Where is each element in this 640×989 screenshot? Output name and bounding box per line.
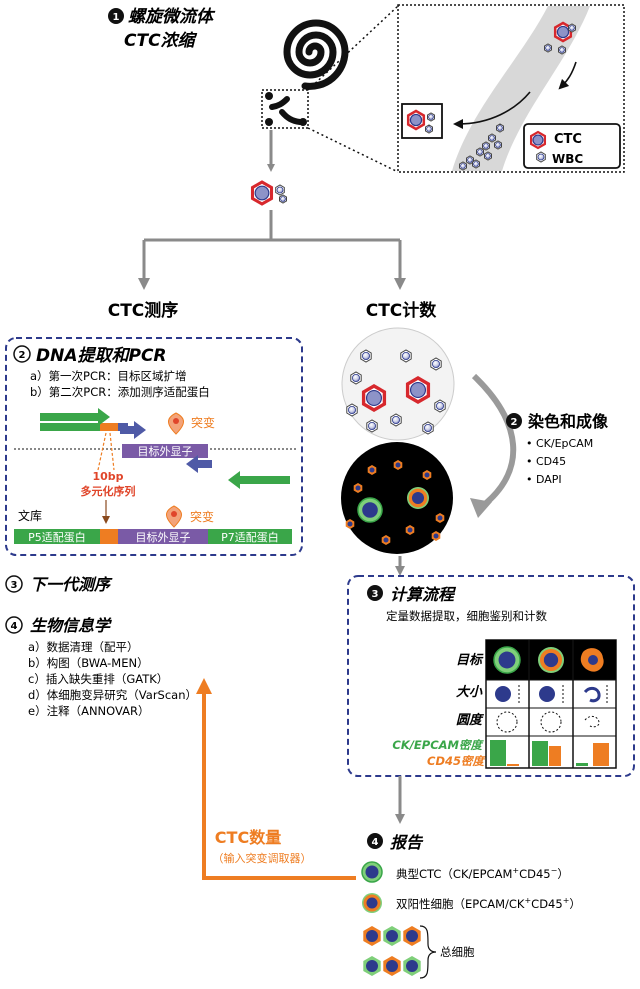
staining-number: 2 (511, 417, 518, 428)
bioinfo-number: 4 (11, 621, 18, 632)
branch-counting-title: CTC计数 (366, 300, 438, 321)
stain-item-3: • DAPI (526, 473, 562, 486)
dna-box-title: DNA提取和PCR (36, 346, 167, 366)
computation-subtitle: 定量数据提取，细胞鉴别和计数 (386, 609, 547, 623)
staining-number-badge (506, 413, 522, 429)
legend-ctc-label: CTC (554, 132, 582, 147)
enriched-cells (250, 180, 287, 206)
zoom-source-box (261, 89, 309, 129)
typical-ctc-label: 典型CTC（CK/EPCAM+CD45−） (396, 866, 569, 881)
barcode-label-1: 10bp (92, 470, 123, 483)
total-bracket (419, 925, 437, 979)
bioinfo-number-badge (5, 616, 23, 634)
step1-title-line2: CTC浓缩 (124, 31, 198, 51)
dna-step-b: b）第二次PCR：添加测序适配蛋白 (30, 385, 210, 399)
barcode-label-2: 多元化序列 (81, 484, 136, 498)
branch-connector (142, 210, 402, 280)
bioinfo-item-a: a）数据清理（配平） (28, 640, 139, 654)
row-label-cd45-density: CD45密度 (427, 754, 486, 768)
dual-positive-label: 双阳性细胞（EPCAM/CK+CD45+） (396, 896, 581, 911)
computation-number: 3 (372, 589, 379, 600)
target-exon-label-2: 目标外显子 (136, 530, 191, 544)
library-label: 文库 (18, 508, 42, 523)
report-cells (361, 861, 421, 976)
mutation-label-1: 突变 (191, 415, 215, 430)
stained-cells (345, 460, 445, 545)
step1-number-badge (108, 8, 124, 24)
dna-box-number: 2 (19, 350, 26, 361)
mutation-pin-1 (168, 412, 184, 435)
ngs-number: 3 (11, 580, 18, 591)
bioinfo-title: 生物信息学 (30, 616, 112, 635)
bioinfo-item-d: d）体细胞变异研究（VarScan） (28, 688, 197, 702)
branch-arrow-left (138, 278, 150, 290)
report-number: 4 (372, 837, 379, 848)
dna-step-a: a）第一次PCR：目标区域扩增 (30, 369, 187, 383)
step1-number: 1 (113, 12, 120, 23)
ctc-count-subtitle: （输入突变调取器） (213, 851, 312, 865)
stain-item-2: • CD45 (526, 455, 566, 468)
mutation-label-2: 突变 (190, 509, 214, 524)
zoom-cells (406, 21, 576, 171)
ngs-title: 下一代测序 (30, 575, 113, 594)
spiral-device (265, 19, 349, 126)
report-number-badge (367, 833, 383, 849)
computation-title: 计算流程 (390, 585, 457, 604)
dish-cells (346, 349, 446, 435)
step1-header: 1 螺旋微流体 CTC浓缩 (108, 7, 216, 51)
ngs-number-badge (5, 575, 23, 593)
target-exon-label-1: 目标外显子 (138, 444, 193, 458)
row-label-size: 大小 (456, 684, 483, 700)
dna-pcr-box: 2 DNA提取和PCR a）第一次PCR：目标区域扩增 b）第二次PCR：添加测… (5, 337, 303, 556)
bioinfo-item-b: b）构图（BWA-MEN） (28, 656, 149, 670)
bioinfo-item-e: e）注释（ANNOVAR） (28, 704, 150, 718)
branch-sequencing-title: CTC测序 (108, 300, 179, 321)
staining-arrow (471, 373, 517, 511)
ctc-count-arrow (202, 690, 356, 880)
zoom-panel: CTC WBC (397, 4, 625, 173)
staining-title: 染色和成像 (527, 412, 609, 431)
row-label-target: 目标 (456, 652, 484, 668)
zoom-line-bottom (307, 127, 399, 173)
ctc-count-title: CTC数量 (215, 828, 281, 847)
total-cells-label: 总细胞 (440, 945, 475, 959)
p7-adapter-label: P7适配蛋白 (221, 530, 279, 544)
staining-arrow-head (470, 498, 492, 518)
ctc-count-arrow-head (196, 678, 212, 694)
zoom-line-top (307, 5, 399, 91)
p5-adapter-label: P5适配蛋白 (28, 530, 86, 544)
step1-title-line1: 螺旋微流体 (128, 7, 216, 27)
bioinfo-item-c: c）插入缺失重排（GATK） (28, 672, 168, 686)
computation-grid-cells (490, 646, 609, 766)
row-label-roundness: 圆度 (456, 712, 485, 728)
report-title: 报告 (390, 833, 424, 852)
mutation-pin-2 (166, 505, 182, 528)
branch-arrow-right (394, 278, 406, 290)
legend-wbc-label: WBC (552, 152, 583, 166)
row-label-ck-density: CK/EPCAM密度 (392, 738, 484, 752)
stain-item-1: • CK/EpCAM (526, 437, 593, 450)
